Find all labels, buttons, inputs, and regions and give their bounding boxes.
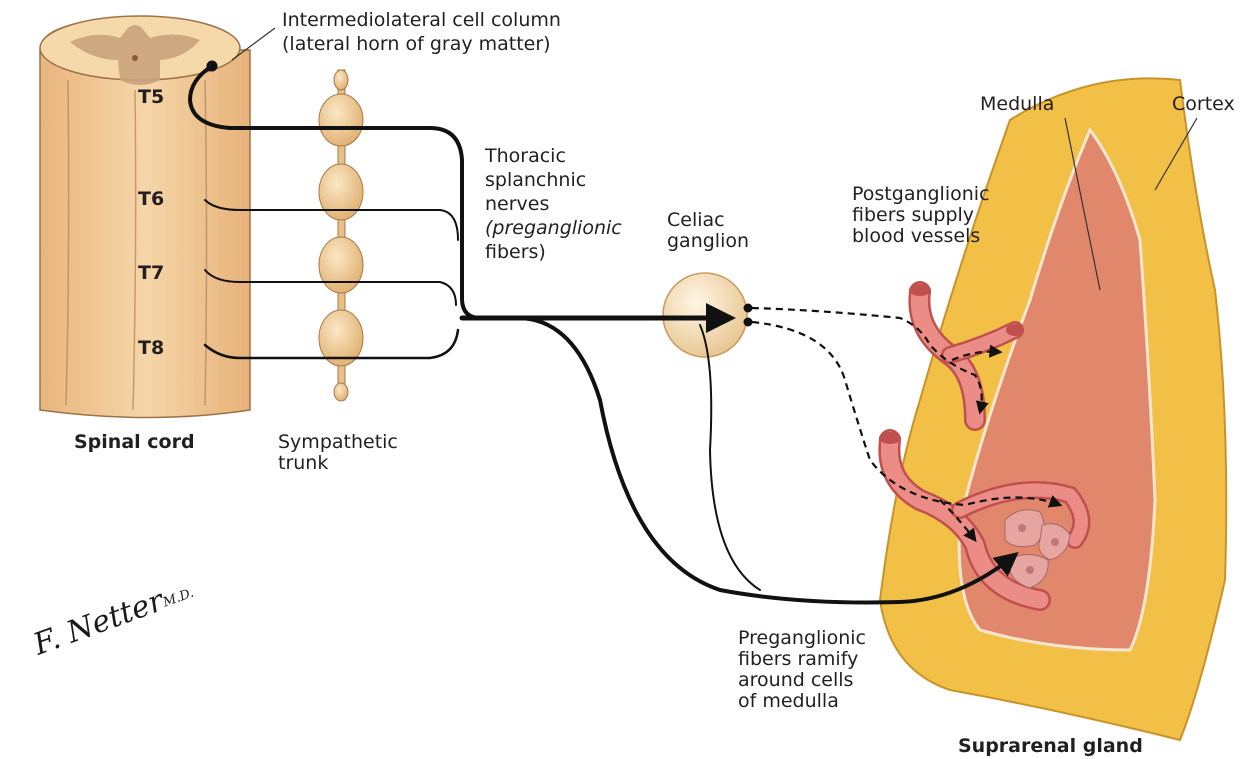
thoracic-splanchnic-label-3: nerves xyxy=(485,194,549,215)
thoracic-splanchnic-label-5: fibers) xyxy=(485,242,546,263)
segment-label-t8: T8 xyxy=(138,337,164,359)
segment-label-t6: T6 xyxy=(138,188,164,210)
segment-label-t5: T5 xyxy=(138,86,164,108)
cortex-label: Cortex xyxy=(1172,94,1235,115)
suprarenal-gland-label: Suprarenal gland xyxy=(958,736,1143,757)
preganglionic-ramify-label: Preganglionic fibers ramify around cells… xyxy=(738,628,866,712)
spinal-cord-label: Spinal cord xyxy=(74,432,195,453)
sympathetic-trunk-label: Sympathetic trunk xyxy=(278,432,398,474)
intermediolateral-label-line1: Intermediolateral cell column xyxy=(282,10,561,31)
sympathetic-trunk xyxy=(319,70,363,401)
suprarenal-gland xyxy=(880,78,1226,740)
medulla-label: Medulla xyxy=(980,94,1054,115)
celiac-ganglion-label: Celiac ganglion xyxy=(667,210,749,252)
thoracic-splanchnic-label-2: splanchnic xyxy=(485,170,586,191)
thoracic-splanchnic-label-1: Thoracic xyxy=(485,146,566,167)
segment-label-t7: T7 xyxy=(138,262,164,284)
postganglionic-label: Postganglionic fibers supply blood vesse… xyxy=(852,184,990,247)
thoracic-splanchnic-label-4: (preganglionic xyxy=(485,218,622,239)
signature-suffix: M.D. xyxy=(161,586,196,611)
intermediolateral-label-line2: (lateral horn of gray matter) xyxy=(282,34,551,55)
